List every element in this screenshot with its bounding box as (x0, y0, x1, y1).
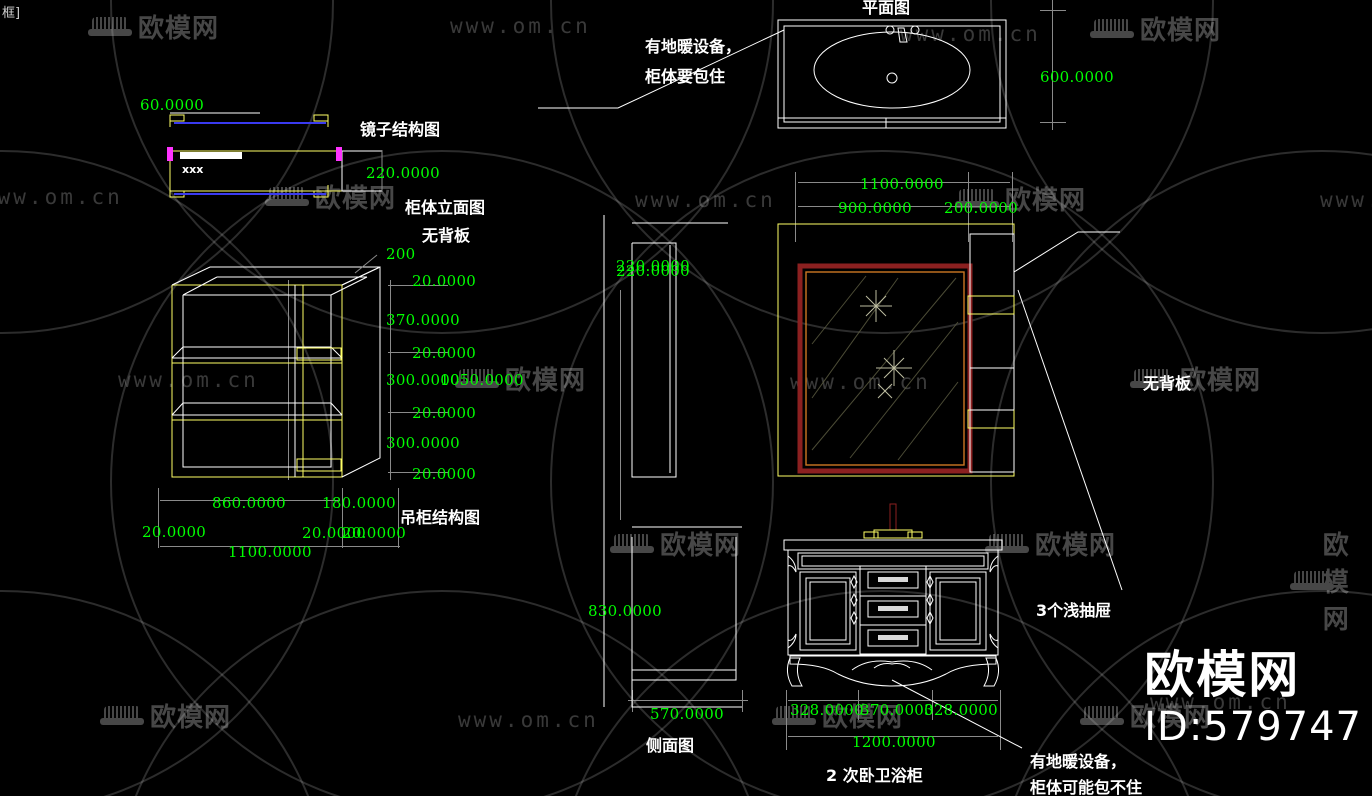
extension-line (968, 172, 969, 242)
note-floor-heating-bottom-2: 柜体可能包不住 (1030, 778, 1143, 796)
sofa-icon (1290, 569, 1334, 593)
title-side-view: 侧面图 (646, 736, 695, 755)
dim-h-inner-1: 20.0000 (302, 524, 367, 542)
extension-line (858, 690, 859, 720)
mirror-tag-text: xxx (182, 163, 204, 176)
watermark-url: www.om.cn (450, 14, 591, 38)
side-view-drawing (603, 215, 742, 708)
dim-side-depth: 570.0000 (650, 705, 724, 723)
watermark-url: www.om.cn (0, 185, 123, 209)
corner-layer-tag: 框] (2, 6, 21, 21)
title-cabinet-elevation-2: 无背板 (422, 226, 471, 245)
title-main: 2 次卧卫浴柜 (826, 766, 923, 785)
vanity-cabinet-elevation (783, 503, 1023, 749)
watermark-logo-text: 欧模网 (150, 703, 232, 733)
dim-elev-total-width: 1100.0000 (860, 175, 944, 193)
dimension-line (628, 700, 748, 701)
dimension-line (160, 546, 400, 547)
dimension-line (788, 736, 998, 737)
dim-h-inner-2: 20.0000 (342, 524, 407, 542)
hanging-cabinet-isometric (171, 254, 381, 478)
dim-depth-200: 200 (386, 245, 416, 263)
note-floor-heating-top-2: 柜体要包住 (645, 67, 726, 86)
dimension-line (798, 182, 1010, 183)
dim-h-left-edge: 20.0000 (142, 523, 207, 541)
note-floor-heating-bottom-1: 有地暖设备， (1030, 752, 1127, 771)
dimension-tick (388, 472, 448, 473)
dimension-tick (388, 412, 448, 413)
dimension-line (160, 500, 340, 501)
brand-watermark: 欧模网 ID:579747 (1144, 650, 1362, 750)
brand-id: ID:579747 (1144, 704, 1362, 750)
dim-mirror-height: 220.0000 (366, 164, 440, 182)
watermark-logo-text: 欧模网 (1140, 16, 1222, 46)
dimension-tick (1040, 122, 1066, 123)
dim-v-5: 20.0000 (412, 404, 477, 422)
note-no-back-panel: 无背板 (1143, 374, 1192, 393)
dimension-line (788, 700, 998, 701)
dim-h-right: 180.0000 (322, 494, 396, 512)
dim-elev-left-width: 900.0000 (838, 199, 912, 217)
extension-line (288, 280, 289, 480)
dim-v-total: 1050.0000 (440, 371, 524, 389)
dim-side-bottom: 830.0000 (588, 602, 662, 620)
drawer-note-leader (1017, 289, 1123, 591)
dim-elev-right-width: 200.0000 (944, 199, 1018, 217)
dim-vanity-right: 328.0000 (924, 701, 998, 719)
dim-vanity-left: 328.0000 (790, 701, 864, 719)
extension-line (795, 172, 796, 242)
extension-line (1012, 172, 1013, 242)
watermark-logo-text: 欧模网 (1322, 531, 1350, 635)
brand-name: 欧模网 (1144, 646, 1301, 704)
dimension-tick (388, 285, 448, 286)
extension-line (620, 290, 621, 520)
watermark-arc (990, 0, 1372, 334)
extension-line (1052, 0, 1053, 130)
extension-line (342, 488, 343, 548)
dim-v-4: 300.0000 (386, 371, 460, 389)
dim-h-main: 860.0000 (212, 494, 286, 512)
extension-line (1000, 690, 1001, 750)
sofa-icon (1090, 17, 1134, 41)
dimension-tick (388, 352, 448, 353)
watermark-url: www.om.cn (1320, 188, 1372, 212)
sofa-icon (88, 15, 132, 39)
extension-line (932, 690, 933, 720)
extension-line (742, 690, 743, 712)
watermark-arc (0, 590, 334, 796)
dim-plan-depth: 600.0000 (1040, 68, 1114, 86)
watermark-url: www.om.cn (635, 188, 776, 212)
mirror-cabinet-elevation (777, 223, 1120, 477)
extension-line (398, 488, 399, 548)
dim-v-6: 300.0000 (386, 434, 460, 452)
dim-v-2: 370.0000 (386, 311, 460, 329)
title-plan-view: 平面图 (862, 0, 911, 17)
title-hanging-cabinet: 吊柜结构图 (400, 508, 481, 527)
watermark-url: www.om.cn (458, 708, 599, 732)
note-floor-heating-top-1: 有地暖设备， (645, 37, 742, 56)
sofa-icon (100, 704, 144, 728)
extension-line (786, 690, 787, 750)
dim-v-3: 20.0000 (412, 344, 477, 362)
dim-elev-upper-offset: 220.0000 (616, 262, 690, 280)
dim-vanity-total: 1200.0000 (852, 733, 936, 751)
dim-v-1: 20.0000 (412, 272, 477, 290)
title-mirror-structure: 镜子结构图 (360, 120, 441, 139)
sofa-icon (1080, 704, 1124, 728)
dim-mirror-width: 60.0000 (140, 96, 205, 114)
extension-line (158, 488, 159, 548)
note-three-shallow-drawers: 3个浅抽屉 (1036, 601, 1112, 620)
dim-vanity-center: 370.0000 (860, 701, 934, 719)
extension-line (390, 280, 391, 480)
dimension-tick (1040, 10, 1066, 11)
dim-h-total: 1100.0000 (228, 543, 312, 561)
title-cabinet-elevation-1: 柜体立面图 (405, 198, 486, 217)
dimension-line (798, 206, 1010, 207)
dim-v-7: 20.0000 (412, 465, 477, 483)
watermark-logo-text: 欧模网 (138, 14, 220, 44)
mirror-structure-drawing (167, 112, 383, 198)
dim-side-top: 220.0000 (616, 257, 690, 275)
plan-view-drawing (538, 19, 1007, 129)
